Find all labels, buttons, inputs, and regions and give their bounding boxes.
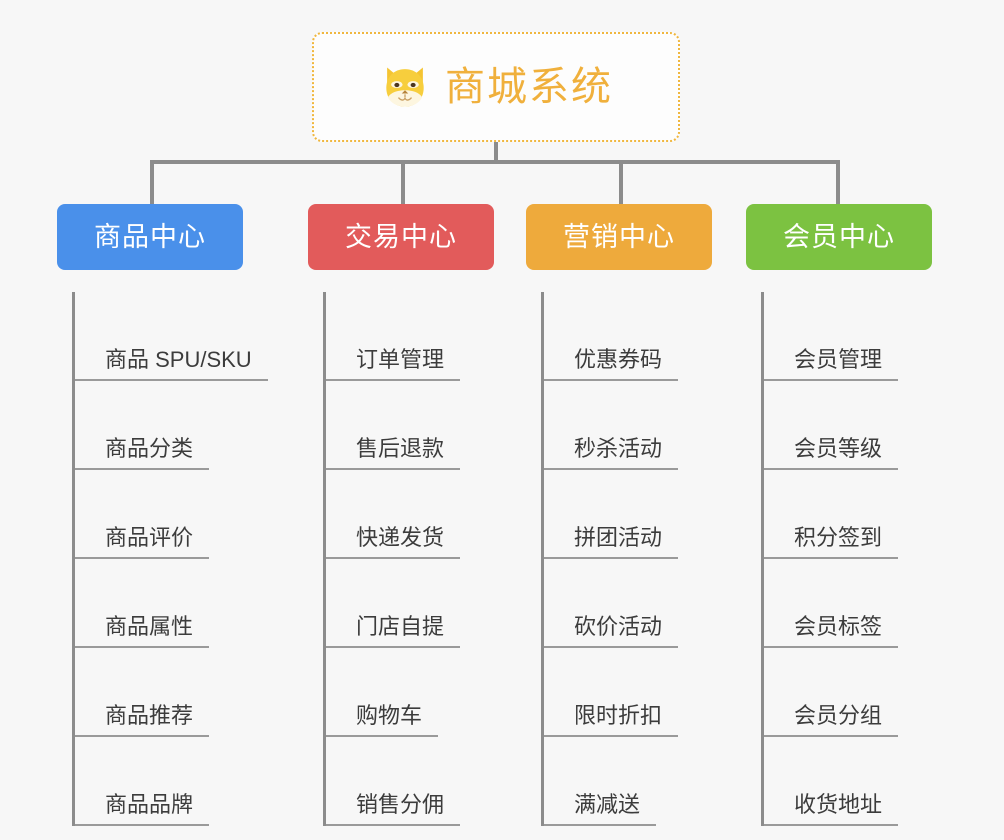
leaf-item[interactable]: 优惠券码 xyxy=(541,292,712,381)
branch-header-label: 交易中心 xyxy=(345,221,457,252)
branch-trade-center: 交易中心 订单管理 售后退款 快递发货 门店自提 购物车 销售分佣 xyxy=(308,204,494,826)
leaf-label: 订单管理 xyxy=(356,346,445,372)
leaf-label: 门店自提 xyxy=(356,613,445,639)
leaf-item[interactable]: 满减送 xyxy=(541,737,712,826)
leaf-item[interactable]: 售后退款 xyxy=(323,381,494,470)
branch-header-label: 商品中心 xyxy=(94,221,206,252)
leaf-label: 商品 SPU/SKU xyxy=(105,346,252,372)
leaf-item[interactable]: 秒杀活动 xyxy=(541,381,712,470)
leaf-item[interactable]: 销售分佣 xyxy=(323,737,494,826)
branch-header-marketing-center[interactable]: 营销中心 xyxy=(526,204,712,270)
leaf-label: 购物车 xyxy=(356,702,423,728)
leaf-label: 商品分类 xyxy=(105,435,194,461)
leaf-label: 拼团活动 xyxy=(574,524,663,550)
branch-marketing-center: 营销中心 优惠券码 秒杀活动 拼团活动 砍价活动 限时折扣 满减送 xyxy=(526,204,712,826)
root-title: 商城系统 xyxy=(445,65,613,109)
leaf-item[interactable]: 商品品牌 xyxy=(72,737,268,826)
leaf-item[interactable]: 会员标签 xyxy=(761,559,932,648)
leaf-trunk-line xyxy=(323,292,326,826)
leaf-item[interactable]: 限时折扣 xyxy=(541,648,712,737)
leaf-label: 售后退款 xyxy=(356,435,445,461)
root-node-shop-system[interactable]: 商城系统 xyxy=(312,32,680,142)
leaf-label: 商品评价 xyxy=(105,524,194,550)
leaf-item[interactable]: 会员等级 xyxy=(761,381,932,470)
connector-root-stem xyxy=(494,142,498,164)
connector-drop-2 xyxy=(401,160,405,206)
leaf-trunk-line xyxy=(72,292,75,826)
leaf-trunk-line xyxy=(761,292,764,826)
leaf-item[interactable]: 拼团活动 xyxy=(541,470,712,559)
leaf-item[interactable]: 砍价活动 xyxy=(541,559,712,648)
leaf-trunk-line xyxy=(541,292,544,826)
leaf-label: 秒杀活动 xyxy=(574,435,663,461)
leaf-list-member-center: 会员管理 会员等级 积分签到 会员标签 会员分组 收货地址 xyxy=(761,292,932,826)
leaf-item[interactable]: 商品分类 xyxy=(72,381,268,470)
leaf-item[interactable]: 商品评价 xyxy=(72,470,268,559)
branch-product-center: 商品中心 商品 SPU/SKU 商品分类 商品评价 商品属性 商品推荐 商品品牌 xyxy=(57,204,268,826)
connector-drop-1 xyxy=(150,160,154,206)
shiba-dog-face-icon xyxy=(386,67,424,107)
leaf-item[interactable]: 商品 SPU/SKU xyxy=(72,292,268,381)
leaf-label: 优惠券码 xyxy=(574,346,663,372)
leaf-label: 会员管理 xyxy=(794,346,883,372)
branch-member-center: 会员中心 会员管理 会员等级 积分签到 会员标签 会员分组 收货地址 xyxy=(746,204,932,826)
leaf-label: 快递发货 xyxy=(356,524,445,550)
leaf-item[interactable]: 积分签到 xyxy=(761,470,932,559)
leaf-item[interactable]: 商品推荐 xyxy=(72,648,268,737)
leaf-item[interactable]: 收货地址 xyxy=(761,737,932,826)
connector-drop-3 xyxy=(619,160,623,206)
leaf-item[interactable]: 会员管理 xyxy=(761,292,932,381)
leaf-label: 商品品牌 xyxy=(105,791,194,817)
leaf-label: 限时折扣 xyxy=(574,702,663,728)
leaf-item[interactable]: 门店自提 xyxy=(323,559,494,648)
leaf-label: 销售分佣 xyxy=(356,791,445,817)
connector-horizontal-bus xyxy=(150,160,840,164)
branch-header-label: 会员中心 xyxy=(783,221,895,252)
branch-header-label: 营销中心 xyxy=(563,221,675,252)
leaf-label: 商品属性 xyxy=(105,613,194,639)
leaf-label: 收货地址 xyxy=(794,791,883,817)
leaf-list-product-center: 商品 SPU/SKU 商品分类 商品评价 商品属性 商品推荐 商品品牌 xyxy=(72,292,268,826)
leaf-label: 会员分组 xyxy=(794,702,883,728)
leaf-list-marketing-center: 优惠券码 秒杀活动 拼团活动 砍价活动 限时折扣 满减送 xyxy=(541,292,712,826)
leaf-item[interactable]: 快递发货 xyxy=(323,470,494,559)
leaf-label: 砍价活动 xyxy=(574,613,663,639)
leaf-label: 积分签到 xyxy=(794,524,883,550)
branch-header-product-center[interactable]: 商品中心 xyxy=(57,204,243,270)
leaf-item[interactable]: 会员分组 xyxy=(761,648,932,737)
leaf-item[interactable]: 购物车 xyxy=(323,648,494,737)
leaf-label: 商品推荐 xyxy=(105,702,194,728)
branch-header-trade-center[interactable]: 交易中心 xyxy=(308,204,494,270)
leaf-item[interactable]: 商品属性 xyxy=(72,559,268,648)
branch-header-member-center[interactable]: 会员中心 xyxy=(746,204,932,270)
leaf-label: 会员等级 xyxy=(794,435,883,461)
leaf-item[interactable]: 订单管理 xyxy=(323,292,494,381)
leaf-label: 会员标签 xyxy=(794,613,883,639)
connector-drop-4 xyxy=(836,160,840,206)
leaf-label: 满减送 xyxy=(574,791,641,817)
leaf-list-trade-center: 订单管理 售后退款 快递发货 门店自提 购物车 销售分佣 xyxy=(323,292,494,826)
